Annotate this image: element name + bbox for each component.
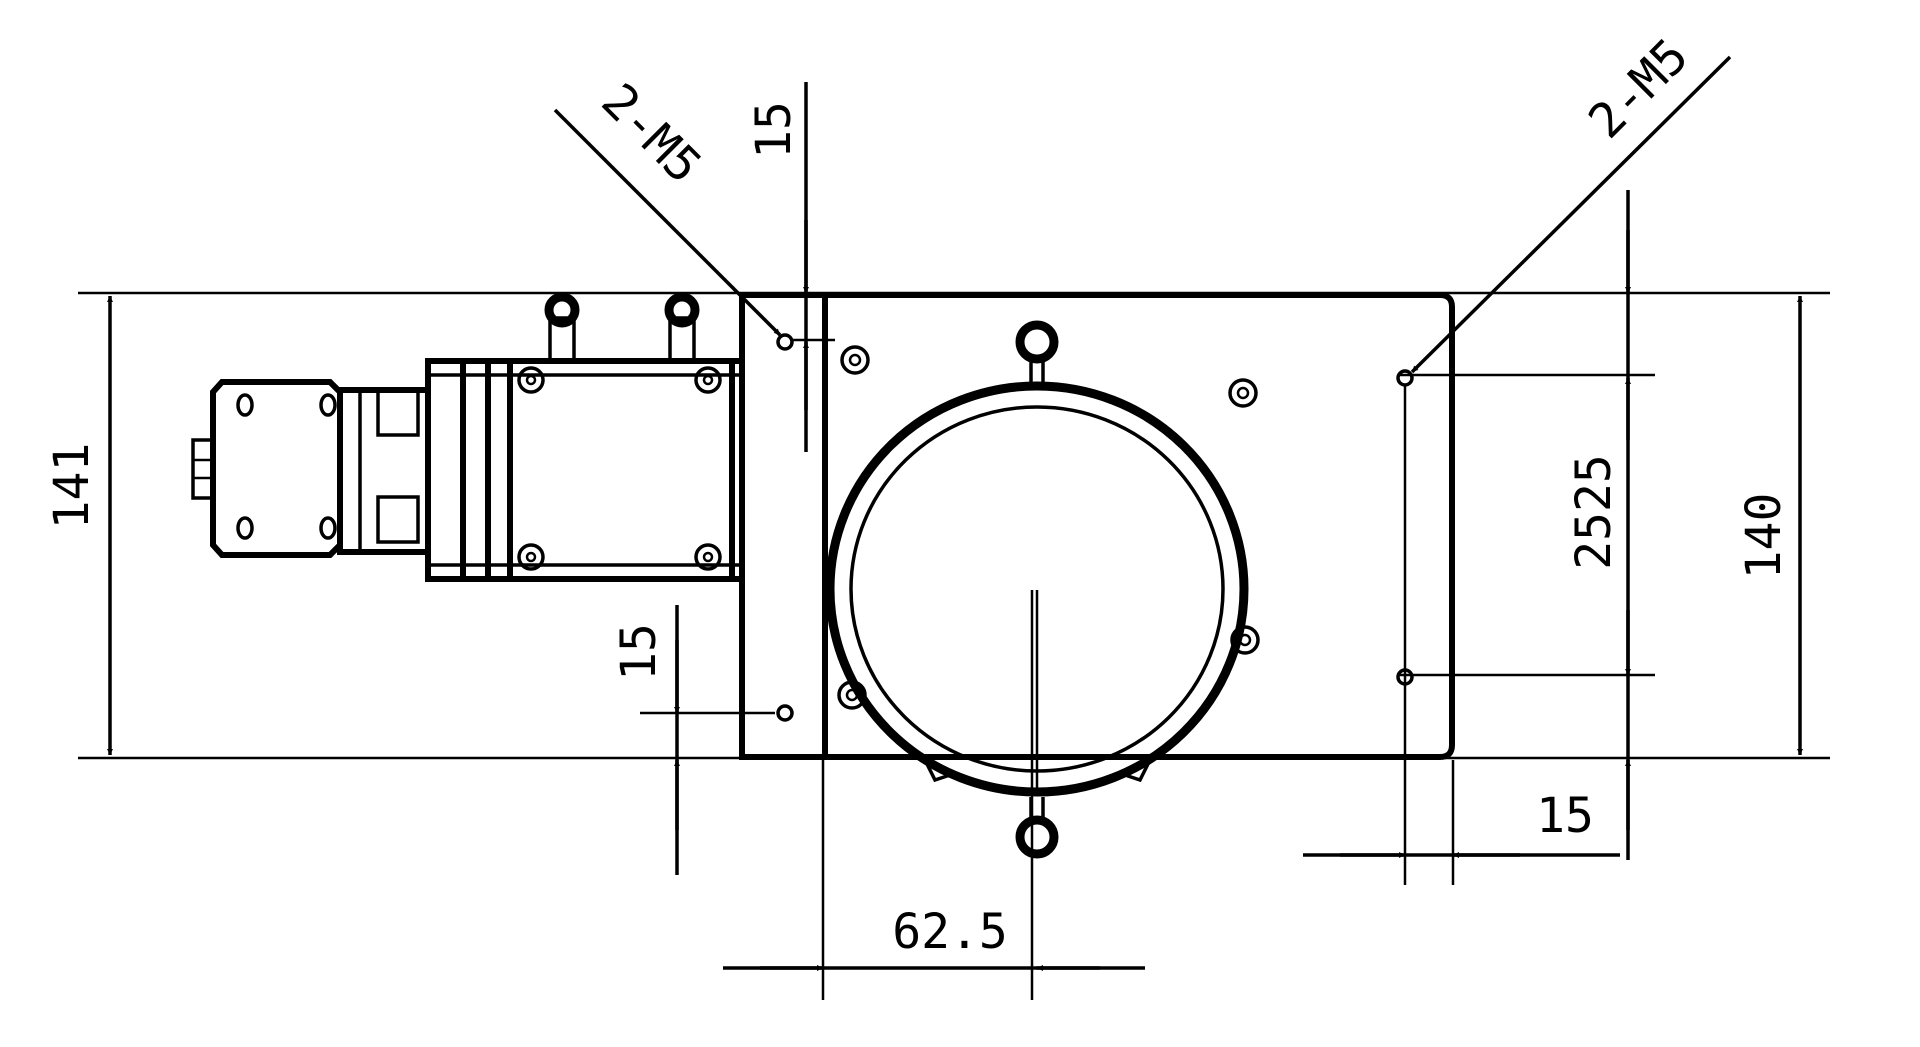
dim-label-bottom-15: 15 [611,623,667,681]
screw-head [1230,625,1260,655]
screw-head [840,345,870,375]
dim-label-top-15: 15 [746,101,802,159]
m5-hole-top-right [1396,369,1414,387]
m5-hole-top-left [776,333,794,351]
main-plate [739,292,1455,760]
m5-hole-bottom-left [776,704,794,722]
dim-label-right-15: 15 [1536,788,1594,844]
dim-label-62-5: 62.5 [892,904,1008,960]
m5-hole-bottom-right [1396,668,1414,686]
dim-label-pitch: 2525 [1566,454,1622,570]
callout-left-2-m5: 2-M5 [591,73,712,194]
callout-right-2-m5: 2-M5 [1578,28,1699,149]
dimension-lines [107,82,1803,971]
motor-assembly [191,292,745,582]
aperture-ring [825,320,1249,859]
mounting-holes [776,333,1414,722]
screw-head [1228,378,1258,408]
leader-lines [553,55,1732,374]
dim-label-140: 140 [1736,493,1792,580]
dim-label-141: 141 [44,443,100,530]
